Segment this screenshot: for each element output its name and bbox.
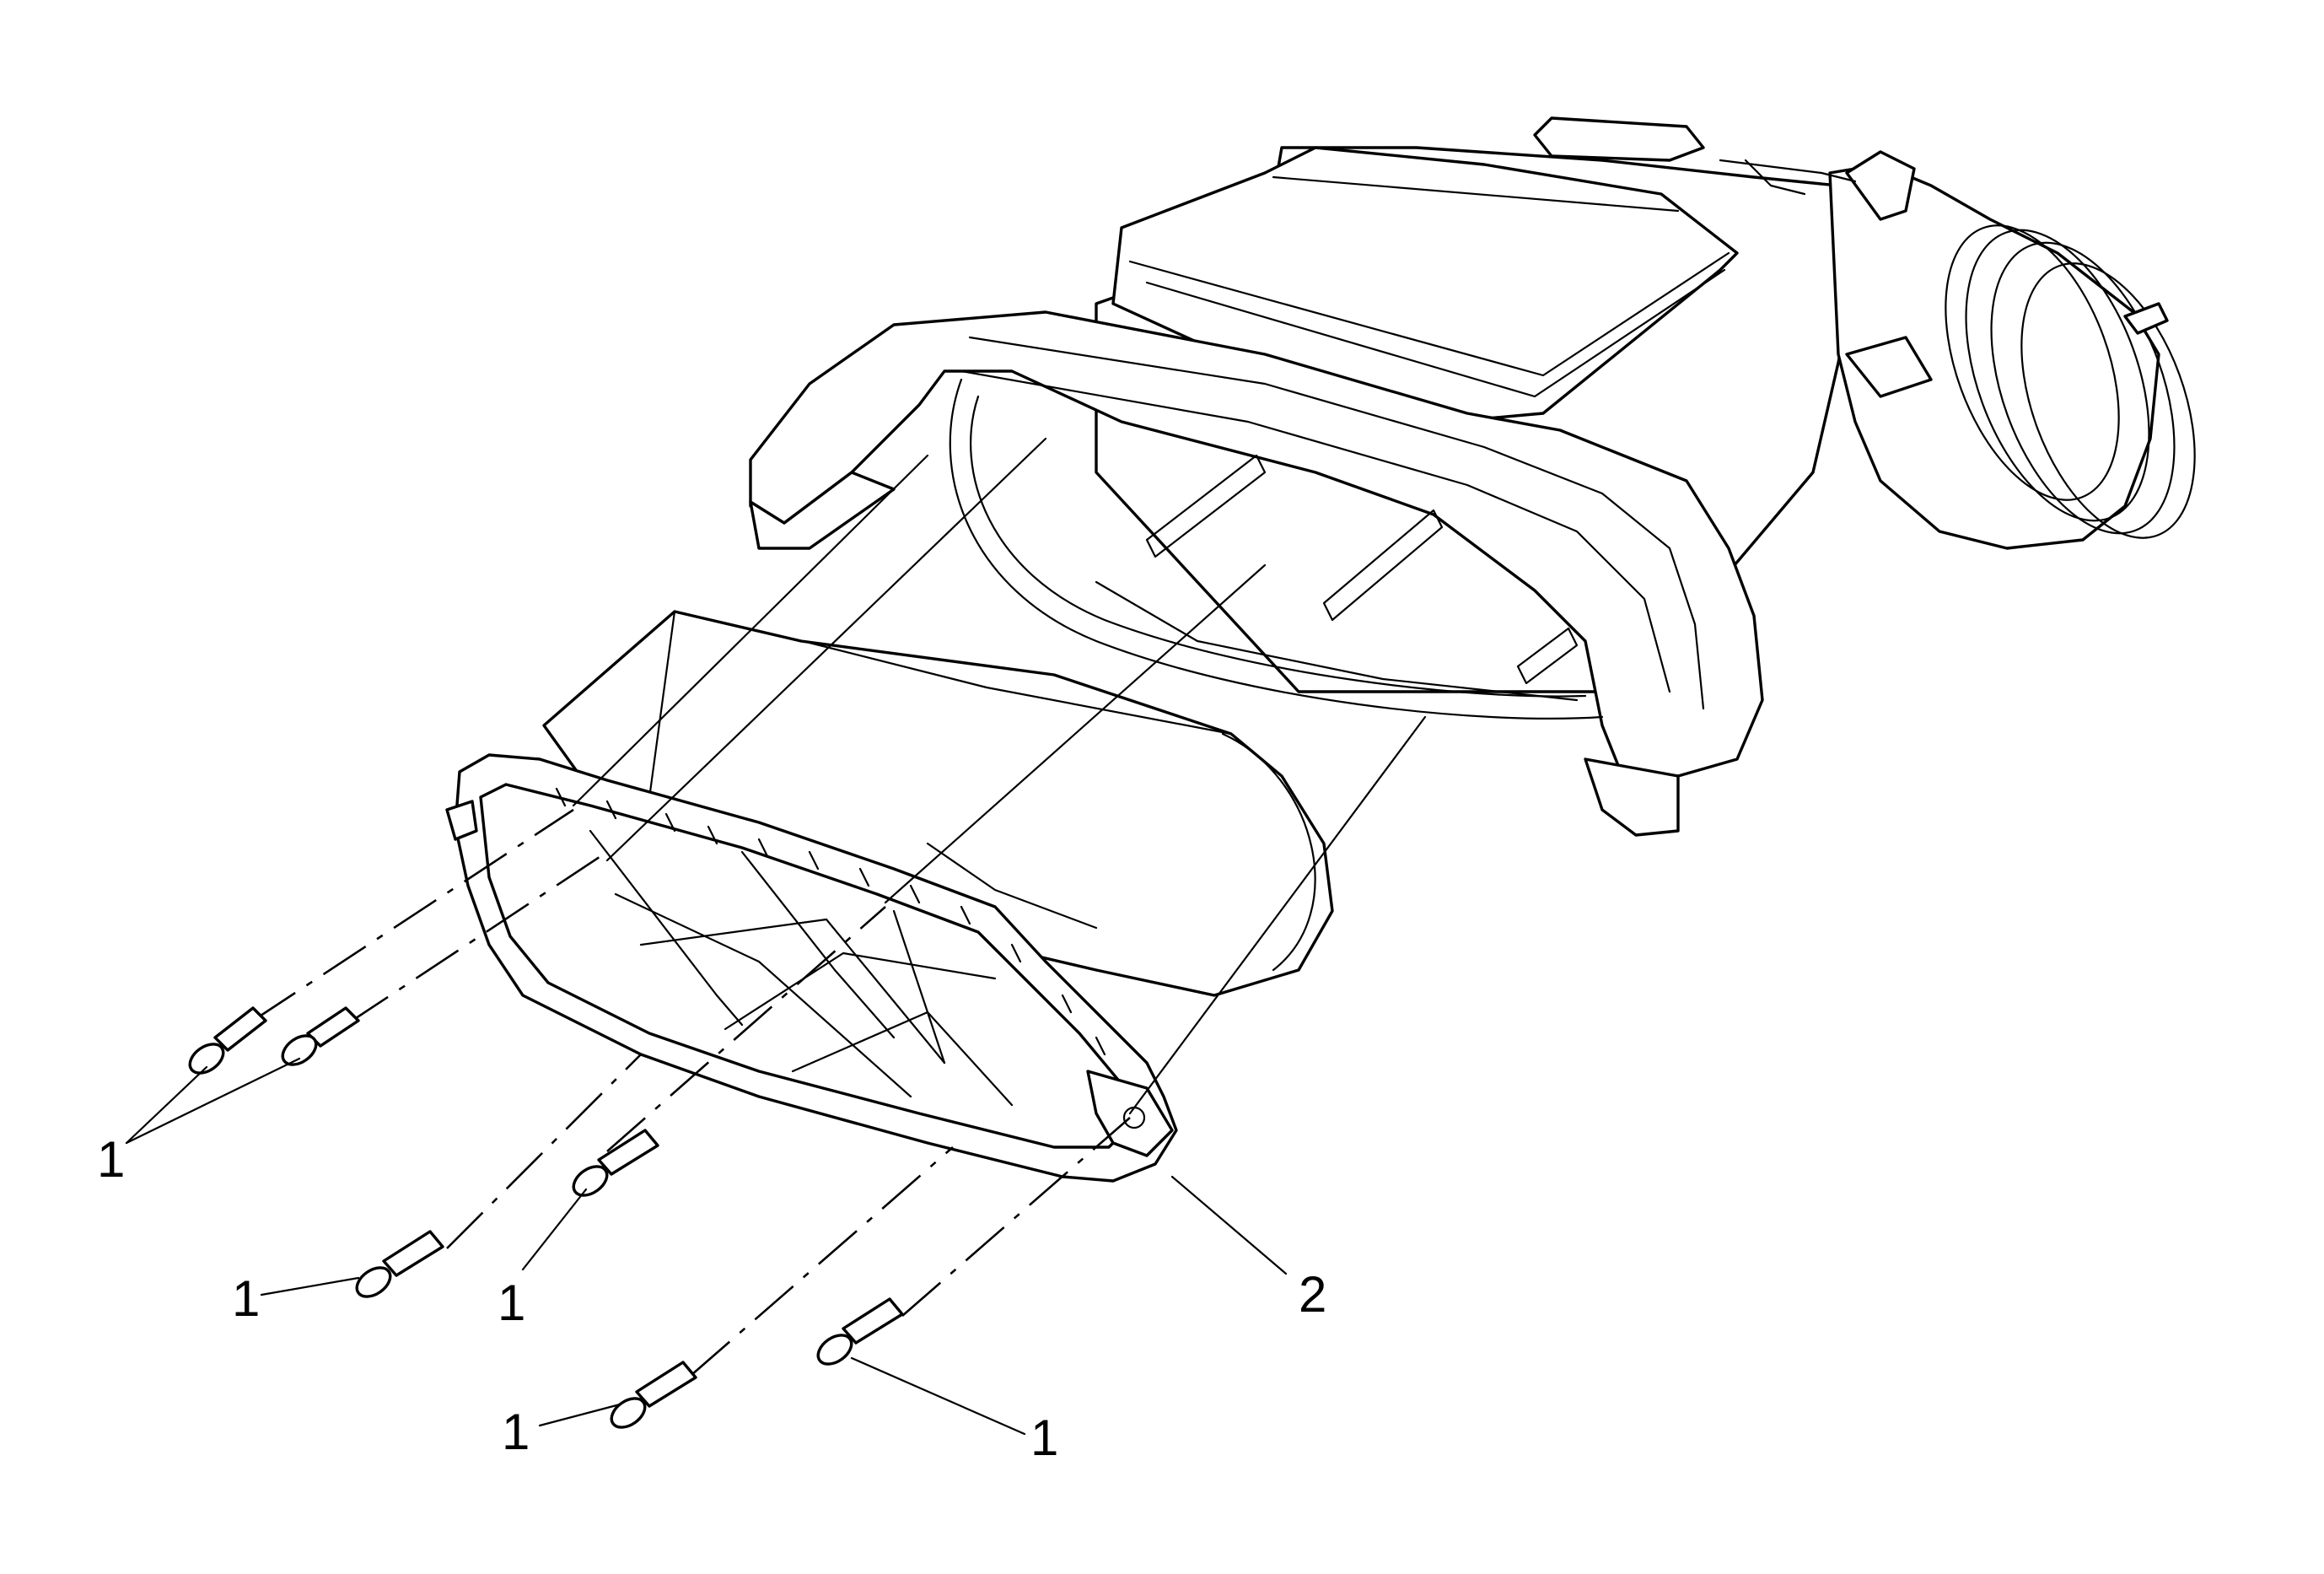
callout-label-1b: 1: [232, 1270, 260, 1327]
bolt-1c: [355, 1230, 444, 1298]
bolt-1a: [188, 1006, 267, 1075]
callout-label-1d: 1: [502, 1404, 530, 1460]
bolt-1d: [572, 1129, 659, 1197]
callout-label-1a: 1: [97, 1131, 125, 1188]
callout-label-2: 2: [1299, 1266, 1326, 1323]
bolt-1b: [281, 1006, 360, 1066]
leader-lines: [125, 1057, 1288, 1436]
callout-label-1e: 1: [1030, 1410, 1058, 1466]
air-cleaner-housing: [749, 116, 2196, 837]
bolt-1e: [610, 1361, 697, 1429]
bolt-1f: [816, 1297, 904, 1366]
callout-label-1c: 1: [498, 1275, 525, 1331]
callout-labels: 1 1 1 1 1 2: [97, 1131, 1326, 1466]
bolt-center-lines: [252, 808, 1131, 1376]
alignment-lines: [572, 437, 1427, 1115]
